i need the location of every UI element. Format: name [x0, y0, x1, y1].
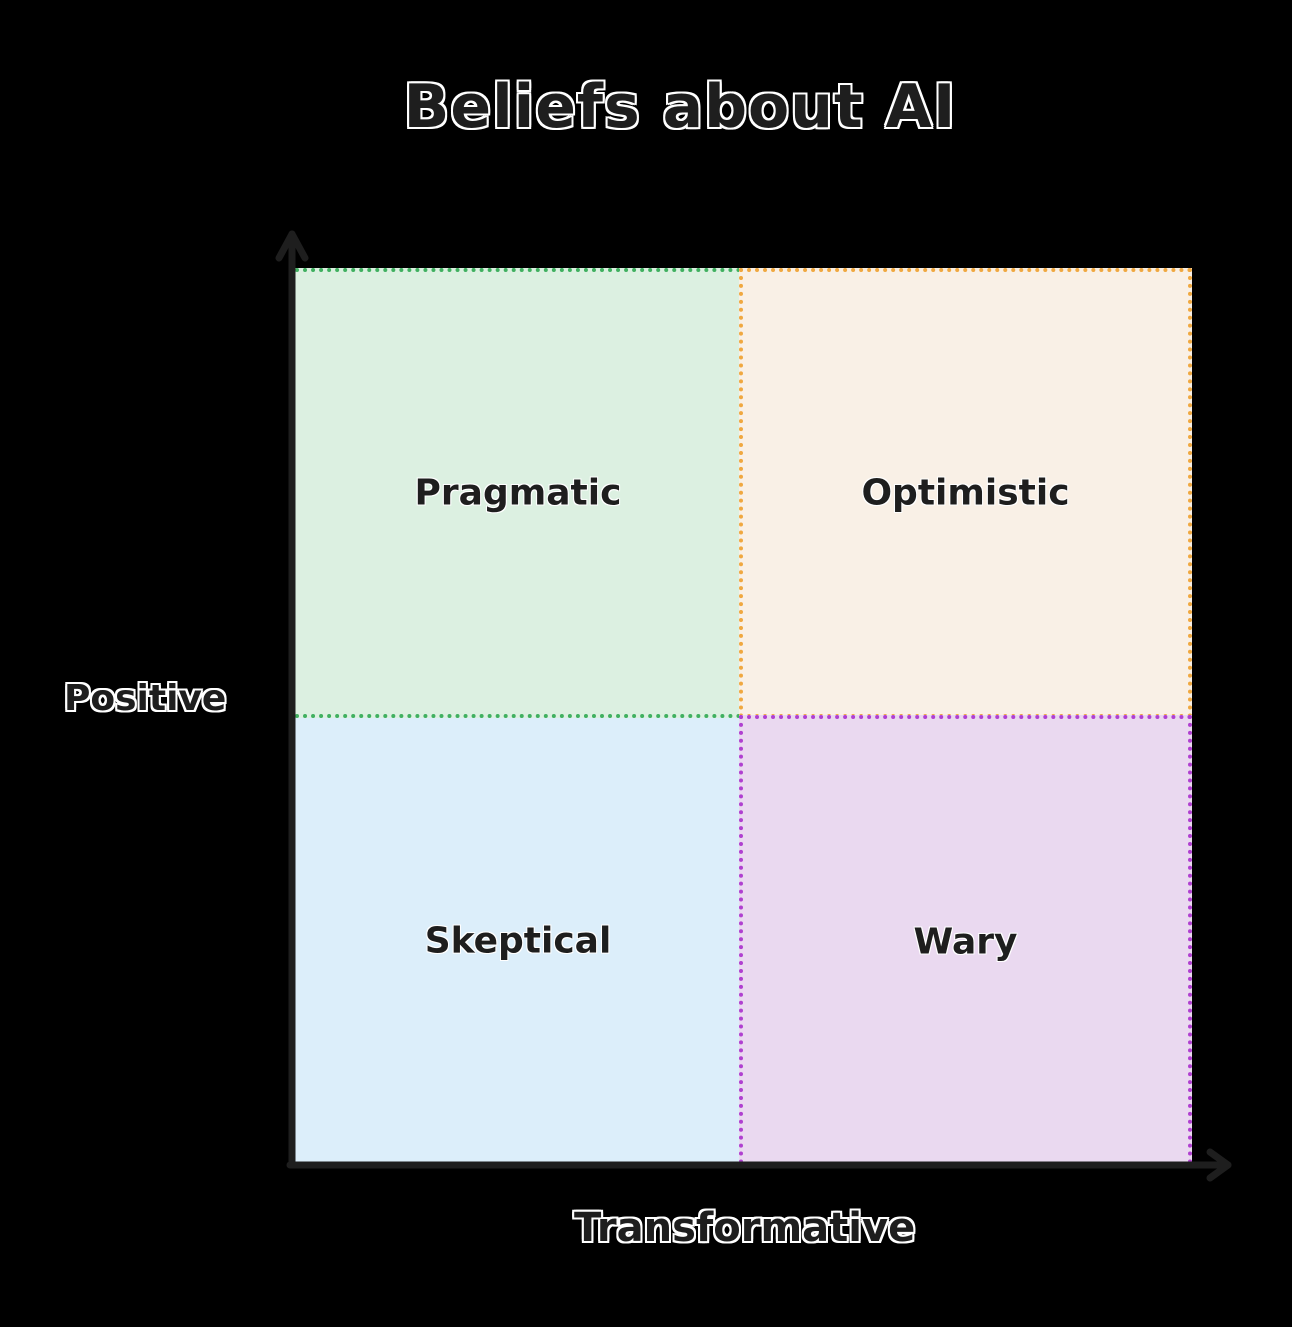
y-axis [275, 230, 309, 1169]
diagram-title: Beliefs about AI [403, 72, 957, 142]
quadrant-label-skeptical: Skeptical [424, 920, 612, 962]
quadrant-label-wary: Wary [913, 921, 1018, 962]
x-axis [286, 1148, 1232, 1182]
quadrant-wary: Wary [739, 715, 1192, 1164]
quadrant-label-pragmatic: Pragmatic [414, 472, 622, 514]
y-axis-label: Positive [64, 678, 227, 719]
x-axis-label: Transformative [574, 1205, 916, 1251]
y-axis-arrow-icon [275, 230, 309, 262]
x-axis-arrow-icon [1206, 1148, 1232, 1182]
quadrant-skeptical: Skeptical [295, 718, 741, 1164]
quadrant-pragmatic: Pragmatic [295, 268, 741, 718]
quadrant-label-optimistic: Optimistic [861, 472, 1070, 514]
